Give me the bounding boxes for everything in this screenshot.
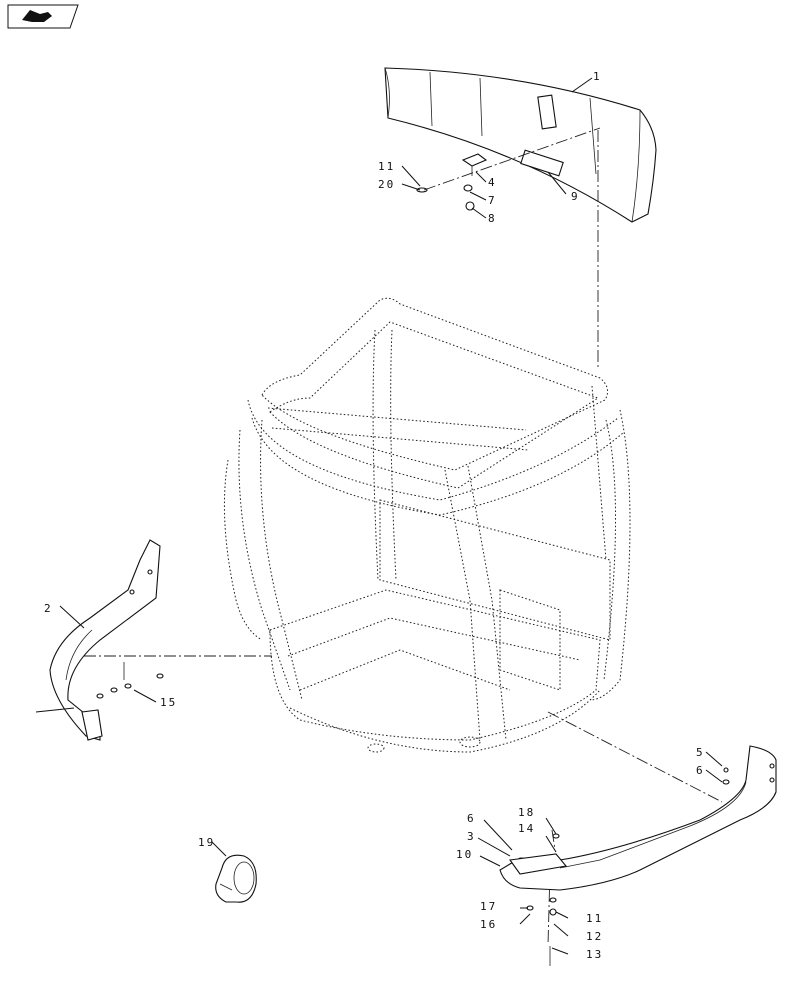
callout-19: 19 bbox=[198, 836, 215, 849]
callout-9: 9 bbox=[571, 190, 580, 203]
callout-11a: 11 bbox=[378, 160, 395, 173]
callout-11b: 11 bbox=[586, 912, 603, 925]
callout-6a: 6 bbox=[467, 812, 476, 825]
callout-8: 8 bbox=[488, 212, 497, 225]
callout-1: 1 bbox=[593, 70, 602, 83]
callout-13: 13 bbox=[586, 948, 603, 961]
callout-labels: 1 2 3 4 5 6 6 7 8 9 10 11 11 12 13 14 15… bbox=[44, 70, 705, 961]
page-forward-icon[interactable] bbox=[7, 4, 79, 29]
callout-5: 5 bbox=[696, 746, 705, 759]
callout-18: 18 bbox=[518, 806, 535, 819]
grommet bbox=[215, 854, 257, 903]
callout-3: 3 bbox=[467, 830, 476, 843]
callout-10: 10 bbox=[456, 848, 473, 861]
assembly-centerlines bbox=[84, 130, 723, 946]
lower-right-trim bbox=[499, 745, 777, 966]
callout-16: 16 bbox=[480, 918, 497, 931]
callout-15: 15 bbox=[160, 696, 177, 709]
callout-4: 4 bbox=[488, 176, 497, 189]
left-side-trim bbox=[35, 539, 164, 741]
cab-frame bbox=[223, 297, 631, 753]
callout-20: 20 bbox=[378, 178, 395, 191]
callout-7: 7 bbox=[488, 194, 497, 207]
roof-visor bbox=[384, 67, 657, 223]
callout-17: 17 bbox=[480, 900, 497, 913]
callout-2: 2 bbox=[44, 602, 53, 615]
callout-6b: 6 bbox=[696, 764, 705, 777]
callout-12: 12 bbox=[586, 930, 603, 943]
callout-14: 14 bbox=[518, 822, 535, 835]
leader-lines bbox=[59, 77, 723, 955]
